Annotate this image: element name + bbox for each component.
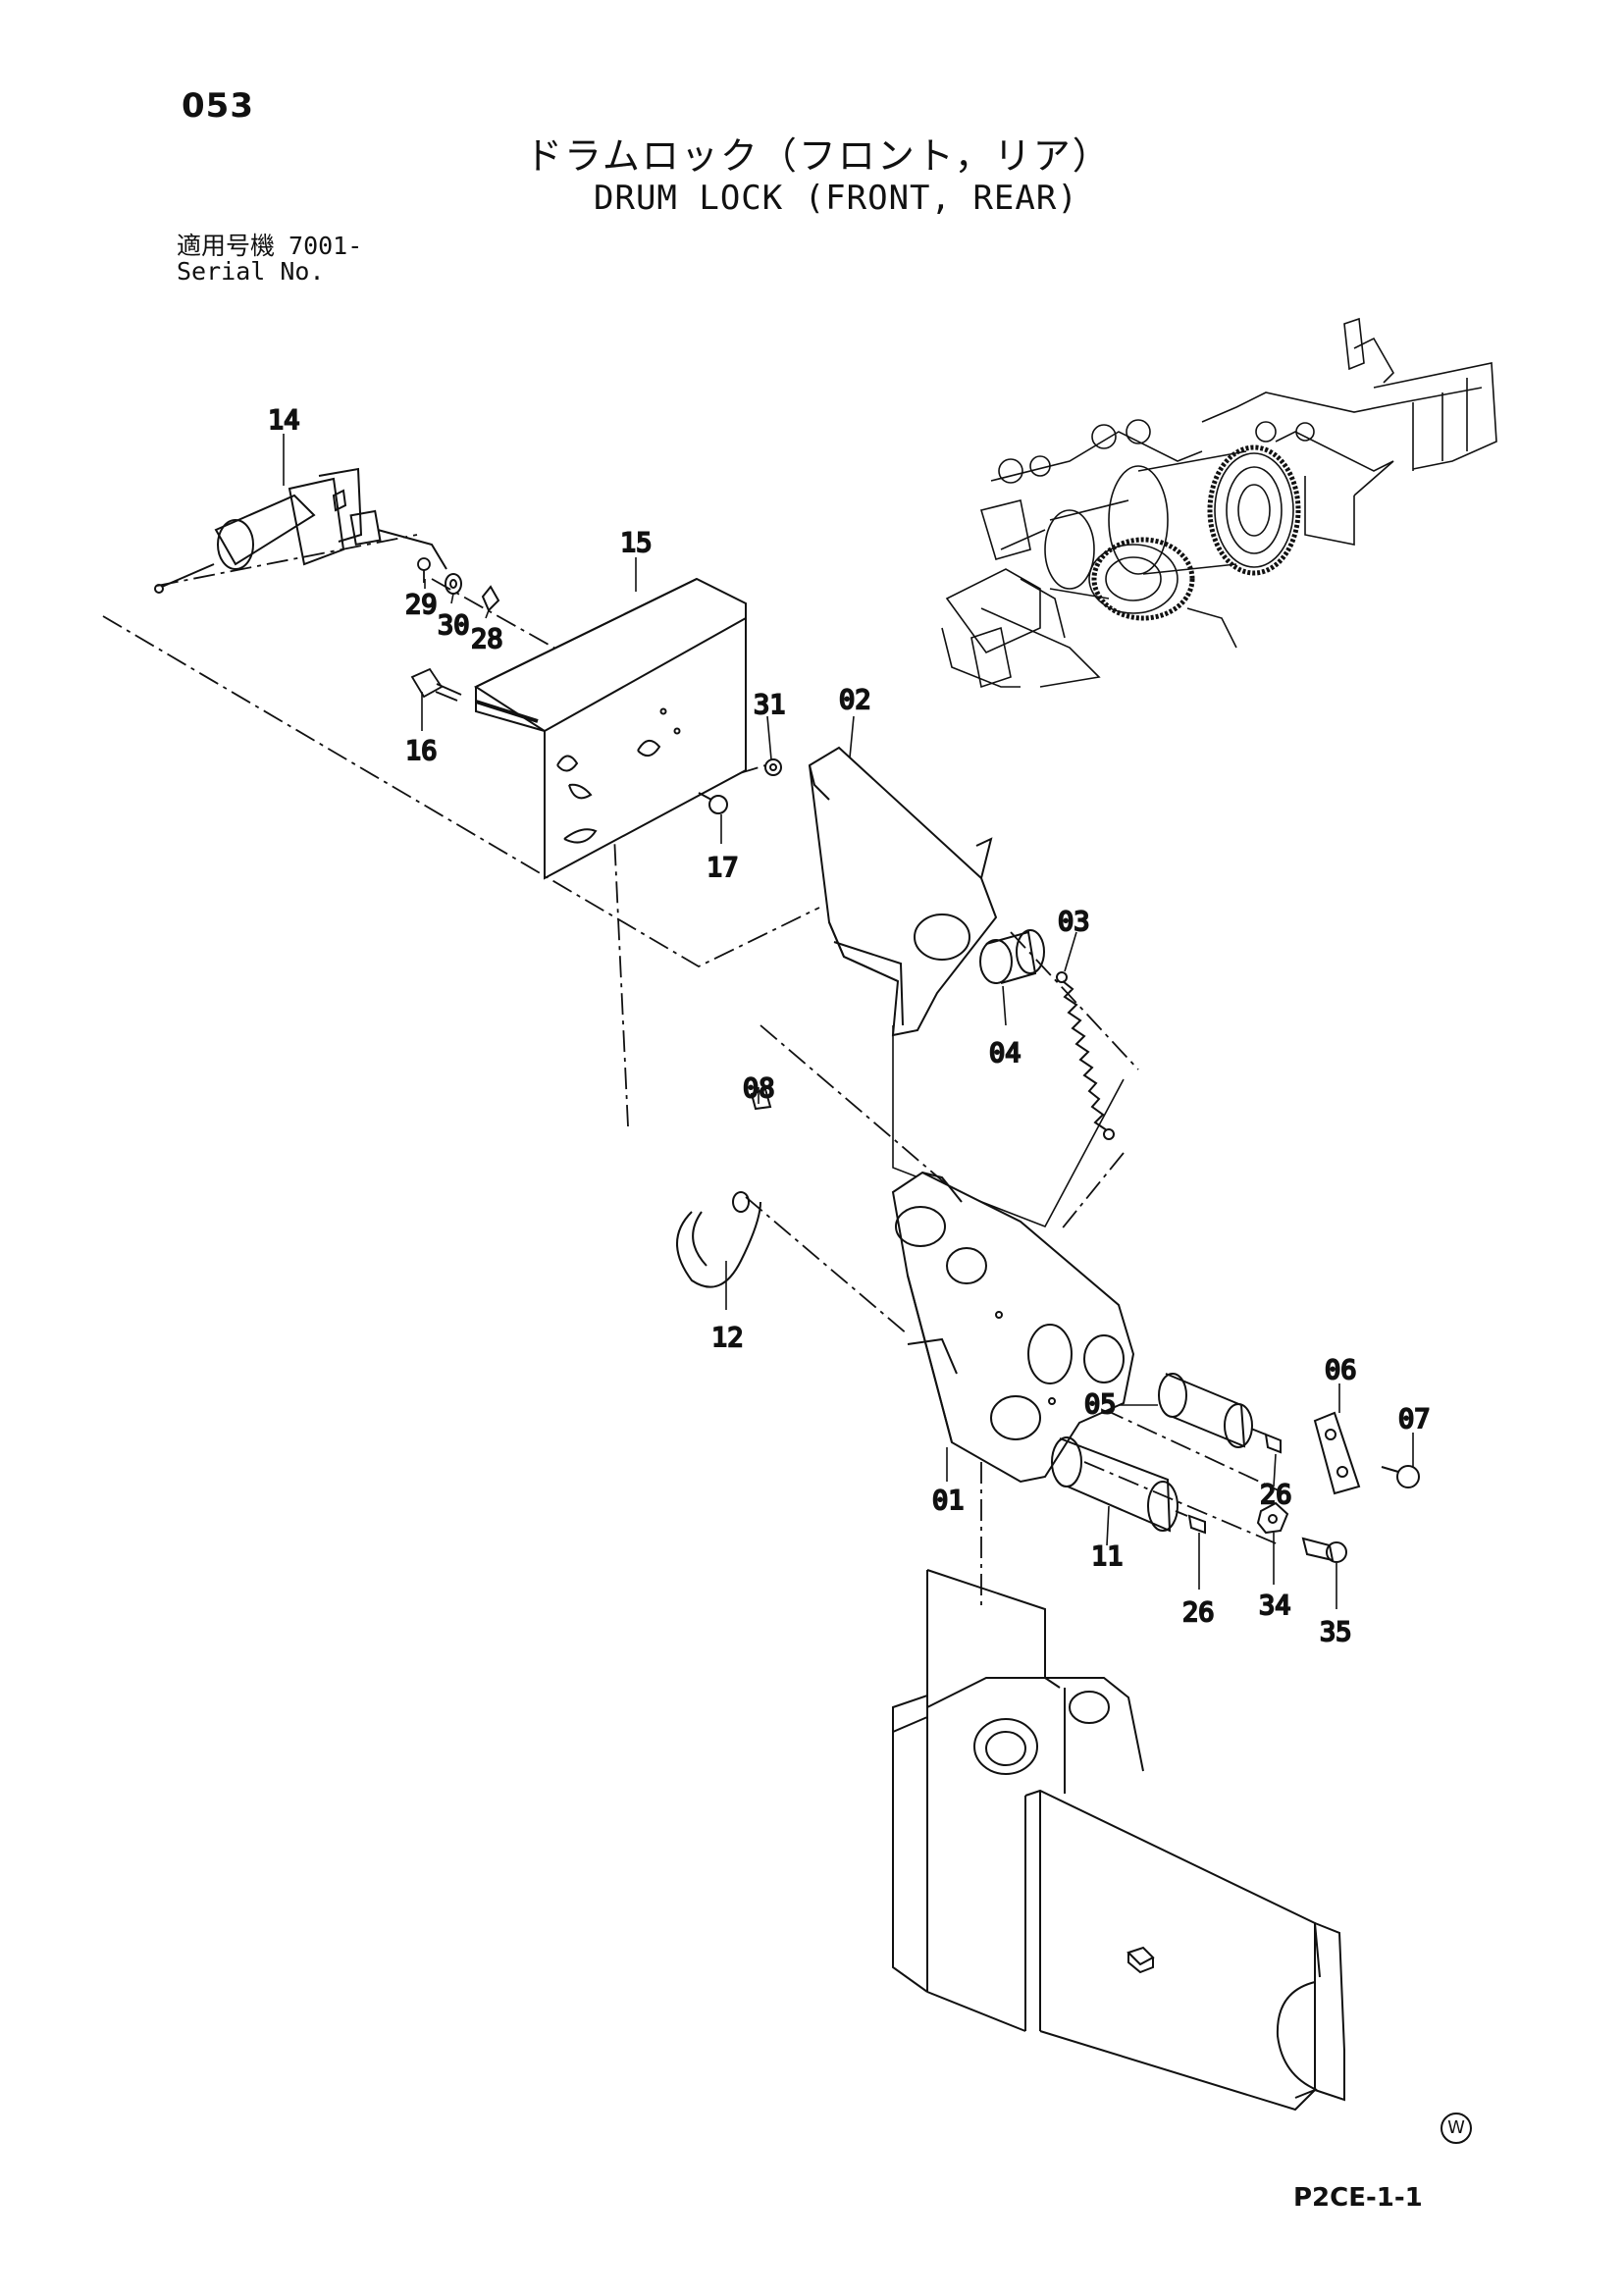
bolt-17 [698,792,728,814]
plate-06 [1313,1411,1361,1495]
callout-08: 08 [743,1073,775,1104]
callout-34: 34 [1259,1591,1291,1621]
spring-03 [1056,971,1115,1140]
serial-label-jp: 適用号機 [177,232,276,260]
callout-01: 01 [932,1486,965,1516]
clip-28 [481,585,500,612]
callout-02: 02 [839,685,871,715]
callout-04: 04 [989,1038,1022,1069]
serial-label-en: Serial No. [177,257,325,286]
title-english: DRUM LOCK (FRONT, REAR) [594,179,1078,218]
pin-05 [1158,1373,1267,1448]
callout-labels: 01 02 03 04 05 06 07 08 11 12 14 15 16 1… [267,404,1432,1648]
frame-lower [892,1569,1345,2112]
pin-26a [1264,1433,1282,1454]
callout-26a: 26 [1260,1480,1292,1510]
callout-16: 16 [405,736,438,766]
nut-34 [1256,1501,1289,1535]
bolt-29 [417,557,431,583]
pin-11 [1051,1436,1188,1533]
callout-05: 05 [1084,1389,1117,1420]
serial-value: 7001- [288,232,363,260]
diagram-code: P2CE-1-1 [1293,2183,1423,2213]
callout-15: 15 [620,528,653,558]
callout-35: 35 [1320,1617,1352,1647]
plug-08 [750,1087,772,1111]
title-japanese: ドラムロック（フロント，リア） [525,134,1112,178]
serial-info: 適用号機 7001- Serial No. [177,234,362,285]
page-number: 053 [182,86,254,126]
leader-lines [283,434,1414,1609]
actuator-motor [154,467,447,594]
nut-31 [764,758,782,776]
callout-17: 17 [707,853,739,883]
bolt-35 [1301,1537,1347,1563]
overview-gear-left [1091,537,1195,621]
callout-31: 31 [754,690,786,720]
lever-02 [808,746,998,1037]
w-mark-icon: W [1441,2113,1472,2144]
bushing-04 [979,929,1045,984]
bolt-07 [1381,1465,1420,1488]
callout-28: 28 [471,624,503,654]
lock-pin-12 [676,1191,761,1288]
pin-26b [1187,1514,1206,1535]
washer-30 [445,573,462,595]
callout-12: 12 [711,1323,744,1353]
callout-14: 14 [268,405,300,436]
callout-26b: 26 [1182,1597,1215,1628]
bracket-01 [891,1171,1135,1484]
callout-06: 06 [1325,1355,1357,1385]
callout-11: 11 [1091,1541,1124,1572]
callout-29: 29 [405,590,438,620]
overview-assembly [941,317,1497,689]
callout-30: 30 [438,610,470,641]
callout-03: 03 [1058,907,1090,937]
cover-box [473,577,747,880]
callout-07: 07 [1398,1404,1431,1435]
overview-gear-right [1207,444,1301,576]
bolt-16 [410,667,462,702]
